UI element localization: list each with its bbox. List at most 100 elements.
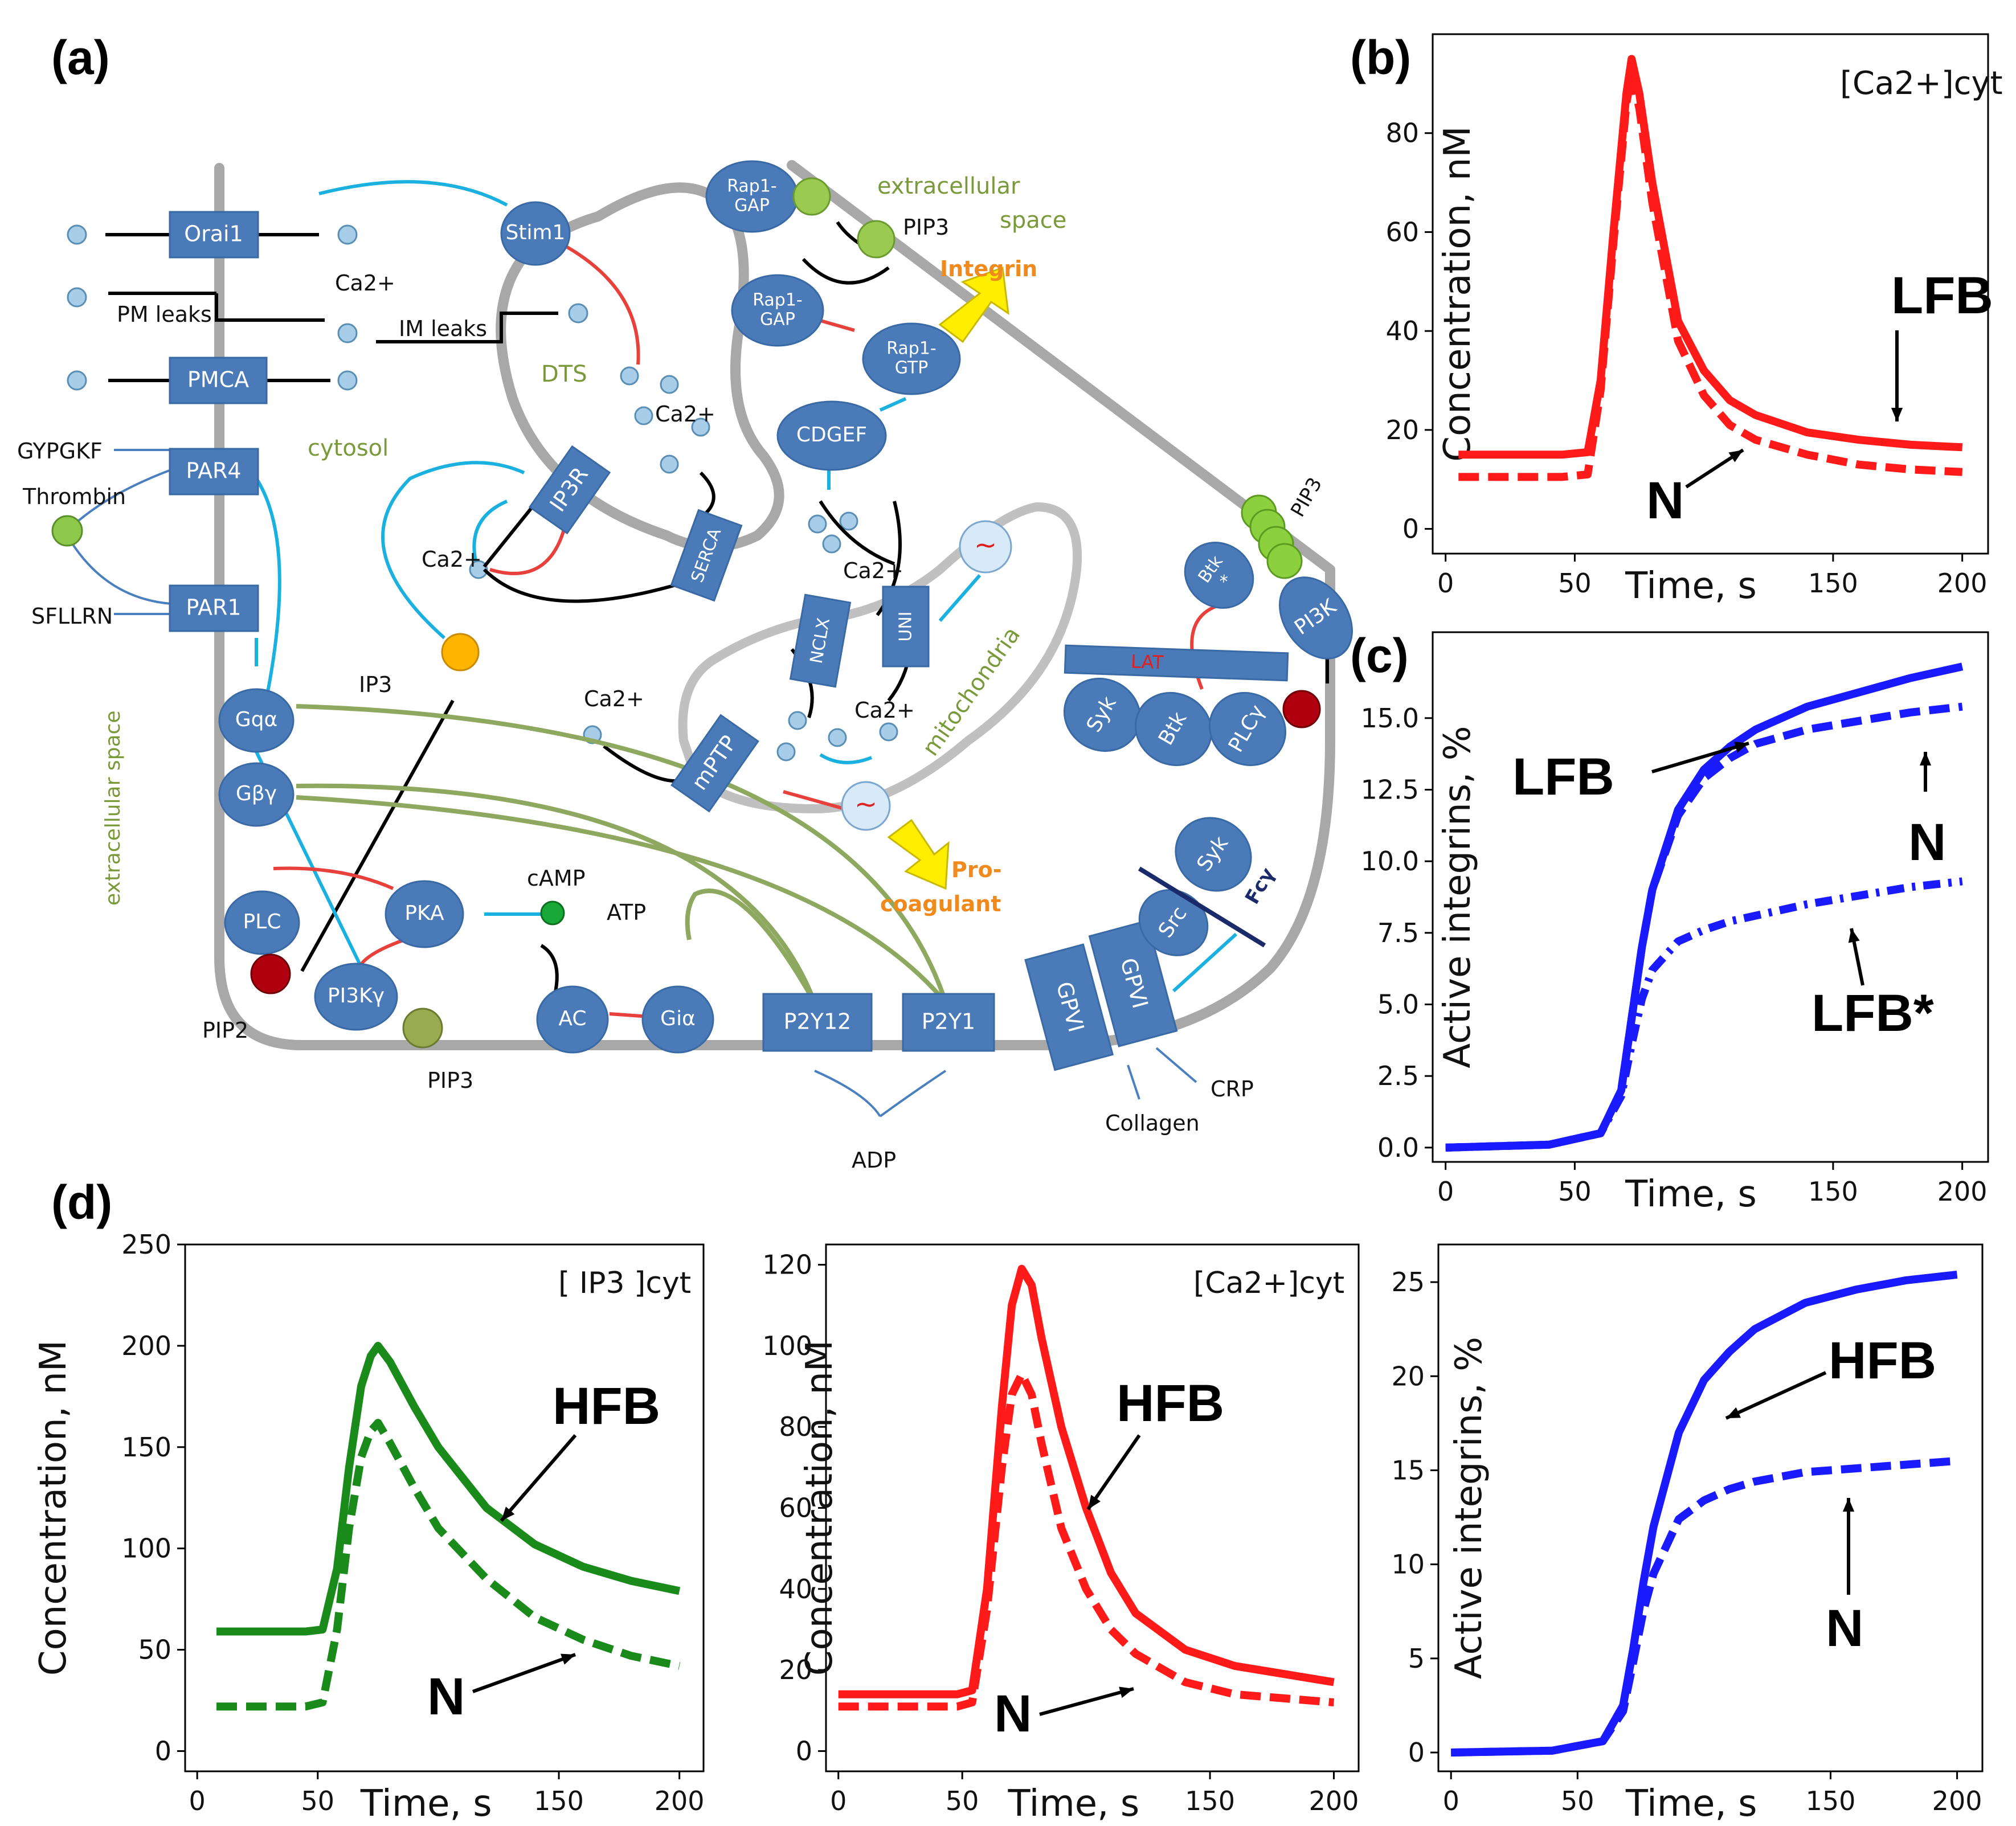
svg-text:Ca2+: Ca2+ xyxy=(584,686,644,711)
svg-text:LAT: LAT xyxy=(1130,650,1164,673)
svg-text:PIP3: PIP3 xyxy=(903,215,949,240)
y-axis-label: Concentration, nM xyxy=(1437,126,1479,461)
x-tick-label: 0 xyxy=(830,1786,847,1816)
svg-text:PAR1: PAR1 xyxy=(186,595,241,620)
y-tick-label: 15.0 xyxy=(1361,703,1419,734)
node-btk-a: Btk xyxy=(1134,691,1213,767)
fcy-receptor-line xyxy=(1138,866,1266,948)
svg-text:cAMP: cAMP xyxy=(527,866,586,891)
node-plc: PLC xyxy=(224,890,300,955)
x-tick-label: 0 xyxy=(189,1786,206,1816)
y-tick-label: 60 xyxy=(1385,216,1419,247)
panel-label-a: (a) xyxy=(51,31,110,84)
plasma-membrane xyxy=(214,160,1335,1050)
svg-text:Thrombin: Thrombin xyxy=(22,484,126,509)
annotation-label: N xyxy=(1908,813,1946,871)
plot-frame xyxy=(184,1243,705,1772)
panel-labels: (b) (c) (d) xyxy=(51,31,1411,1229)
annotation-arrow xyxy=(1039,1687,1134,1716)
svg-text:CDGEF: CDGEF xyxy=(796,423,867,447)
svg-text:AC: AC xyxy=(558,1007,586,1030)
node-gby: Gβγ xyxy=(218,762,295,827)
annotation-arrow xyxy=(500,1434,577,1522)
node-gia: Giα xyxy=(641,985,714,1054)
svg-text:GTP: GTP xyxy=(895,358,929,378)
x-tick-label: 50 xyxy=(301,1786,335,1816)
node-mito-a: ~ xyxy=(959,520,1012,574)
box-orai1: Orai1 xyxy=(169,211,259,259)
box-par4: PAR4 xyxy=(169,448,259,496)
y-tick-label: 5.0 xyxy=(1377,989,1419,1020)
svg-text:cytosol: cytosol xyxy=(308,435,389,461)
panel-label-d: (d) xyxy=(51,1176,112,1229)
y-tick-label: 12.5 xyxy=(1361,774,1419,805)
y-tick-label: 0 xyxy=(1402,514,1419,544)
plcy-substrate-icon xyxy=(1282,690,1321,728)
x-tick-label: 0 xyxy=(1443,1786,1459,1816)
annotation-arrowhead xyxy=(501,1506,515,1521)
annotation-label: N xyxy=(1646,472,1684,530)
y-tick-label: 0 xyxy=(1408,1737,1425,1768)
box-uni: UNI xyxy=(882,586,930,668)
svg-text:P2Y12: P2Y12 xyxy=(784,1009,852,1034)
chart-title: [ IP3 ]cyt xyxy=(558,1266,691,1300)
y-axis-label: Active integrins, % xyxy=(1437,726,1479,1068)
node-syk-b: Syk xyxy=(1175,817,1252,892)
series-line-n xyxy=(838,1370,1335,1711)
y-tick-label: 20 xyxy=(1391,1361,1425,1391)
agonist-arrows xyxy=(64,449,1197,1117)
annotation-arrowhead xyxy=(1088,1495,1101,1509)
y-tick-label: 5 xyxy=(1408,1643,1425,1674)
svg-text:P2Y1: P2Y1 xyxy=(922,1009,975,1034)
annotation-label: HFB xyxy=(1829,1332,1936,1390)
series-line-hfb xyxy=(838,1264,1335,1698)
x-tick-label: 50 xyxy=(946,1786,979,1816)
y-tick-label: 40 xyxy=(1385,316,1419,346)
svg-text:Stim1: Stim1 xyxy=(506,221,566,244)
plot-frame xyxy=(1437,1243,1984,1772)
integrin-arrow xyxy=(938,266,1009,343)
svg-text:PI3Kγ: PI3Kγ xyxy=(328,984,385,1008)
x-tick-label: 200 xyxy=(1937,568,1988,599)
ip3-molecule-icon xyxy=(441,633,480,672)
x-axis-label: Time, s xyxy=(1625,1173,1757,1215)
y-tick-label: 15 xyxy=(1391,1455,1425,1485)
series-line-lfb-star xyxy=(1445,877,1963,1152)
series-line-n xyxy=(1445,702,1963,1152)
x-axis-label: Time, s xyxy=(1008,1783,1140,1825)
svg-text:IM leaks: IM leaks xyxy=(399,316,487,341)
box-p2y1: P2Y1 xyxy=(902,993,995,1052)
y-tick-label: 100 xyxy=(762,1330,812,1361)
annotation-arrowhead xyxy=(1734,742,1749,753)
svg-text:SFLLRN: SFLLRN xyxy=(31,604,113,629)
node-cdgef: CDGEF xyxy=(776,400,887,471)
svg-text:coagulant: coagulant xyxy=(880,891,1001,916)
x-tick-label: 0 xyxy=(1437,568,1454,599)
svg-text:PLC: PLC xyxy=(243,910,281,934)
y-tick-label: 120 xyxy=(762,1250,812,1280)
svg-text:GAP: GAP xyxy=(734,196,770,216)
annotation-label: LFB* xyxy=(1811,984,1934,1042)
series-line-lfb xyxy=(1458,55,1963,459)
y-tick-label: 250 xyxy=(121,1229,171,1260)
node-src: Src xyxy=(1138,889,1209,956)
plot-frame xyxy=(1432,33,1989,555)
annotation-arrowhead xyxy=(1848,928,1860,943)
svg-text:DTS: DTS xyxy=(541,361,587,387)
panel-label-c: (c) xyxy=(1350,629,1409,682)
box-gpvi-a: GPVI xyxy=(1024,943,1114,1071)
olive-arrows xyxy=(296,704,948,1004)
svg-text:PIP3: PIP3 xyxy=(1286,474,1327,521)
node-plcy: PLCγ xyxy=(1208,691,1287,767)
box-lat: LAT xyxy=(1064,644,1289,682)
node-gqa: Gqα xyxy=(218,688,295,753)
y-tick-label: 20 xyxy=(1385,415,1419,445)
pip3-rap-icon-a xyxy=(792,177,831,216)
y-tick-label: 60 xyxy=(779,1493,812,1524)
svg-text:Collagen: Collagen xyxy=(1105,1111,1200,1136)
y-tick-label: 40 xyxy=(779,1574,812,1604)
svg-text:Orai1: Orai1 xyxy=(184,222,243,247)
svg-text:PMCA: PMCA xyxy=(187,367,249,392)
